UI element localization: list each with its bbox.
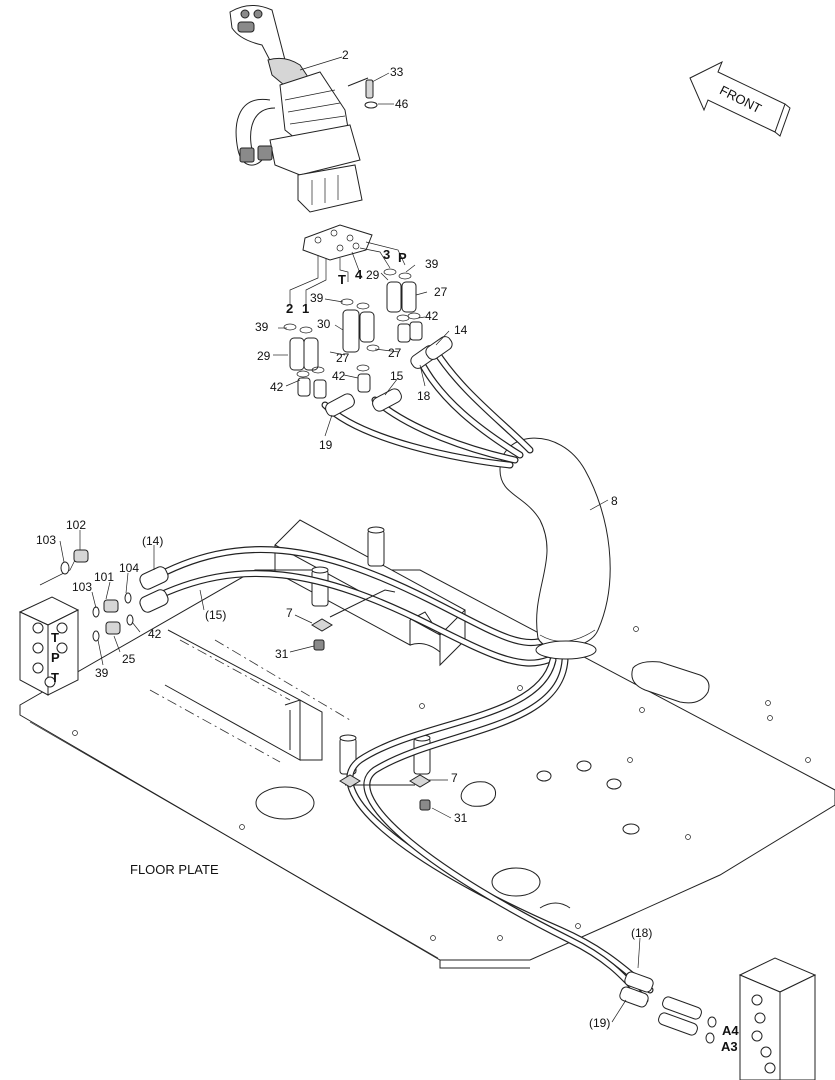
label-oring-103-b: 103	[72, 580, 92, 594]
hose-bundle-upper	[321, 336, 534, 469]
label-sleeve-8: 8	[611, 494, 618, 508]
support-bracket	[274, 519, 466, 775]
left-valve-block	[18, 549, 169, 696]
label-port-p: P	[398, 250, 407, 265]
leader-lines	[59, 56, 641, 1023]
label-bolt-31-a: 31	[275, 647, 289, 661]
label-bolt-31-b: 31	[454, 811, 468, 825]
label-block-t-top: T	[51, 630, 59, 645]
label-adapter-27-c: 27	[336, 351, 350, 365]
label-clamp-7-b: 7	[451, 771, 458, 785]
clamps	[311, 589, 431, 811]
label-oring-42-c: 42	[270, 380, 284, 394]
label-oring-42-a: 42	[425, 309, 439, 323]
label-ref-18: (18)	[631, 926, 652, 940]
label-block-p: P	[51, 650, 60, 665]
label-ref-19: (19)	[589, 1016, 610, 1030]
hose-bundle-lower	[146, 546, 654, 1004]
label-adapter-29-b: 29	[257, 349, 271, 363]
label-oring-39-c: 39	[255, 320, 269, 334]
label-clamp-7-a: 7	[286, 606, 293, 620]
label-block-t-bottom: T	[51, 670, 59, 685]
label-tee-30: 30	[317, 317, 331, 331]
label-bolt-33: 33	[390, 65, 404, 79]
label-ref-15: (15)	[205, 608, 226, 622]
label-hose-19: 19	[319, 438, 333, 452]
label-port-a3: A3	[721, 1039, 738, 1054]
label-oring-104: 104	[119, 561, 139, 575]
label-ref-14: (14)	[142, 534, 163, 548]
label-hose-18: 18	[417, 389, 431, 403]
label-oring-42-b: 42	[332, 369, 346, 383]
label-adapter-27-b: 27	[388, 346, 402, 360]
label-oring-42-d: 42	[148, 627, 162, 641]
label-adapter-27-a: 27	[434, 285, 448, 299]
label-fitting-25: 25	[122, 652, 136, 666]
label-plug-102: 102	[66, 518, 86, 532]
label-port-a4: A4	[722, 1023, 739, 1038]
label-port-1: 1	[302, 301, 309, 316]
label-joystick: 2	[342, 48, 349, 62]
label-port-2: 2	[286, 301, 293, 316]
fittings	[283, 268, 423, 399]
protective-sleeve	[499, 437, 611, 660]
label-port-3: 3	[383, 247, 390, 262]
joystick-assembly	[229, 5, 378, 213]
label-hose-14: 14	[454, 323, 468, 337]
gasket-plate	[289, 224, 406, 305]
label-oring-39-d: 39	[95, 666, 109, 680]
label-port-t: T	[338, 272, 346, 287]
label-oring-103-a: 103	[36, 533, 56, 547]
label-adapter-29-a: 29	[366, 268, 380, 282]
label-hose-15: 15	[390, 369, 404, 383]
front-arrow-icon	[689, 60, 791, 137]
label-port-4: 4	[355, 267, 363, 282]
label-oring-39-a: 39	[425, 257, 439, 271]
label-washer-46: 46	[395, 97, 409, 111]
floor-plate-label: FLOOR PLATE	[130, 862, 219, 877]
label-fitting-101: 101	[94, 570, 114, 584]
label-oring-39-b: 39	[310, 291, 324, 305]
right-valve-block	[619, 957, 817, 1080]
